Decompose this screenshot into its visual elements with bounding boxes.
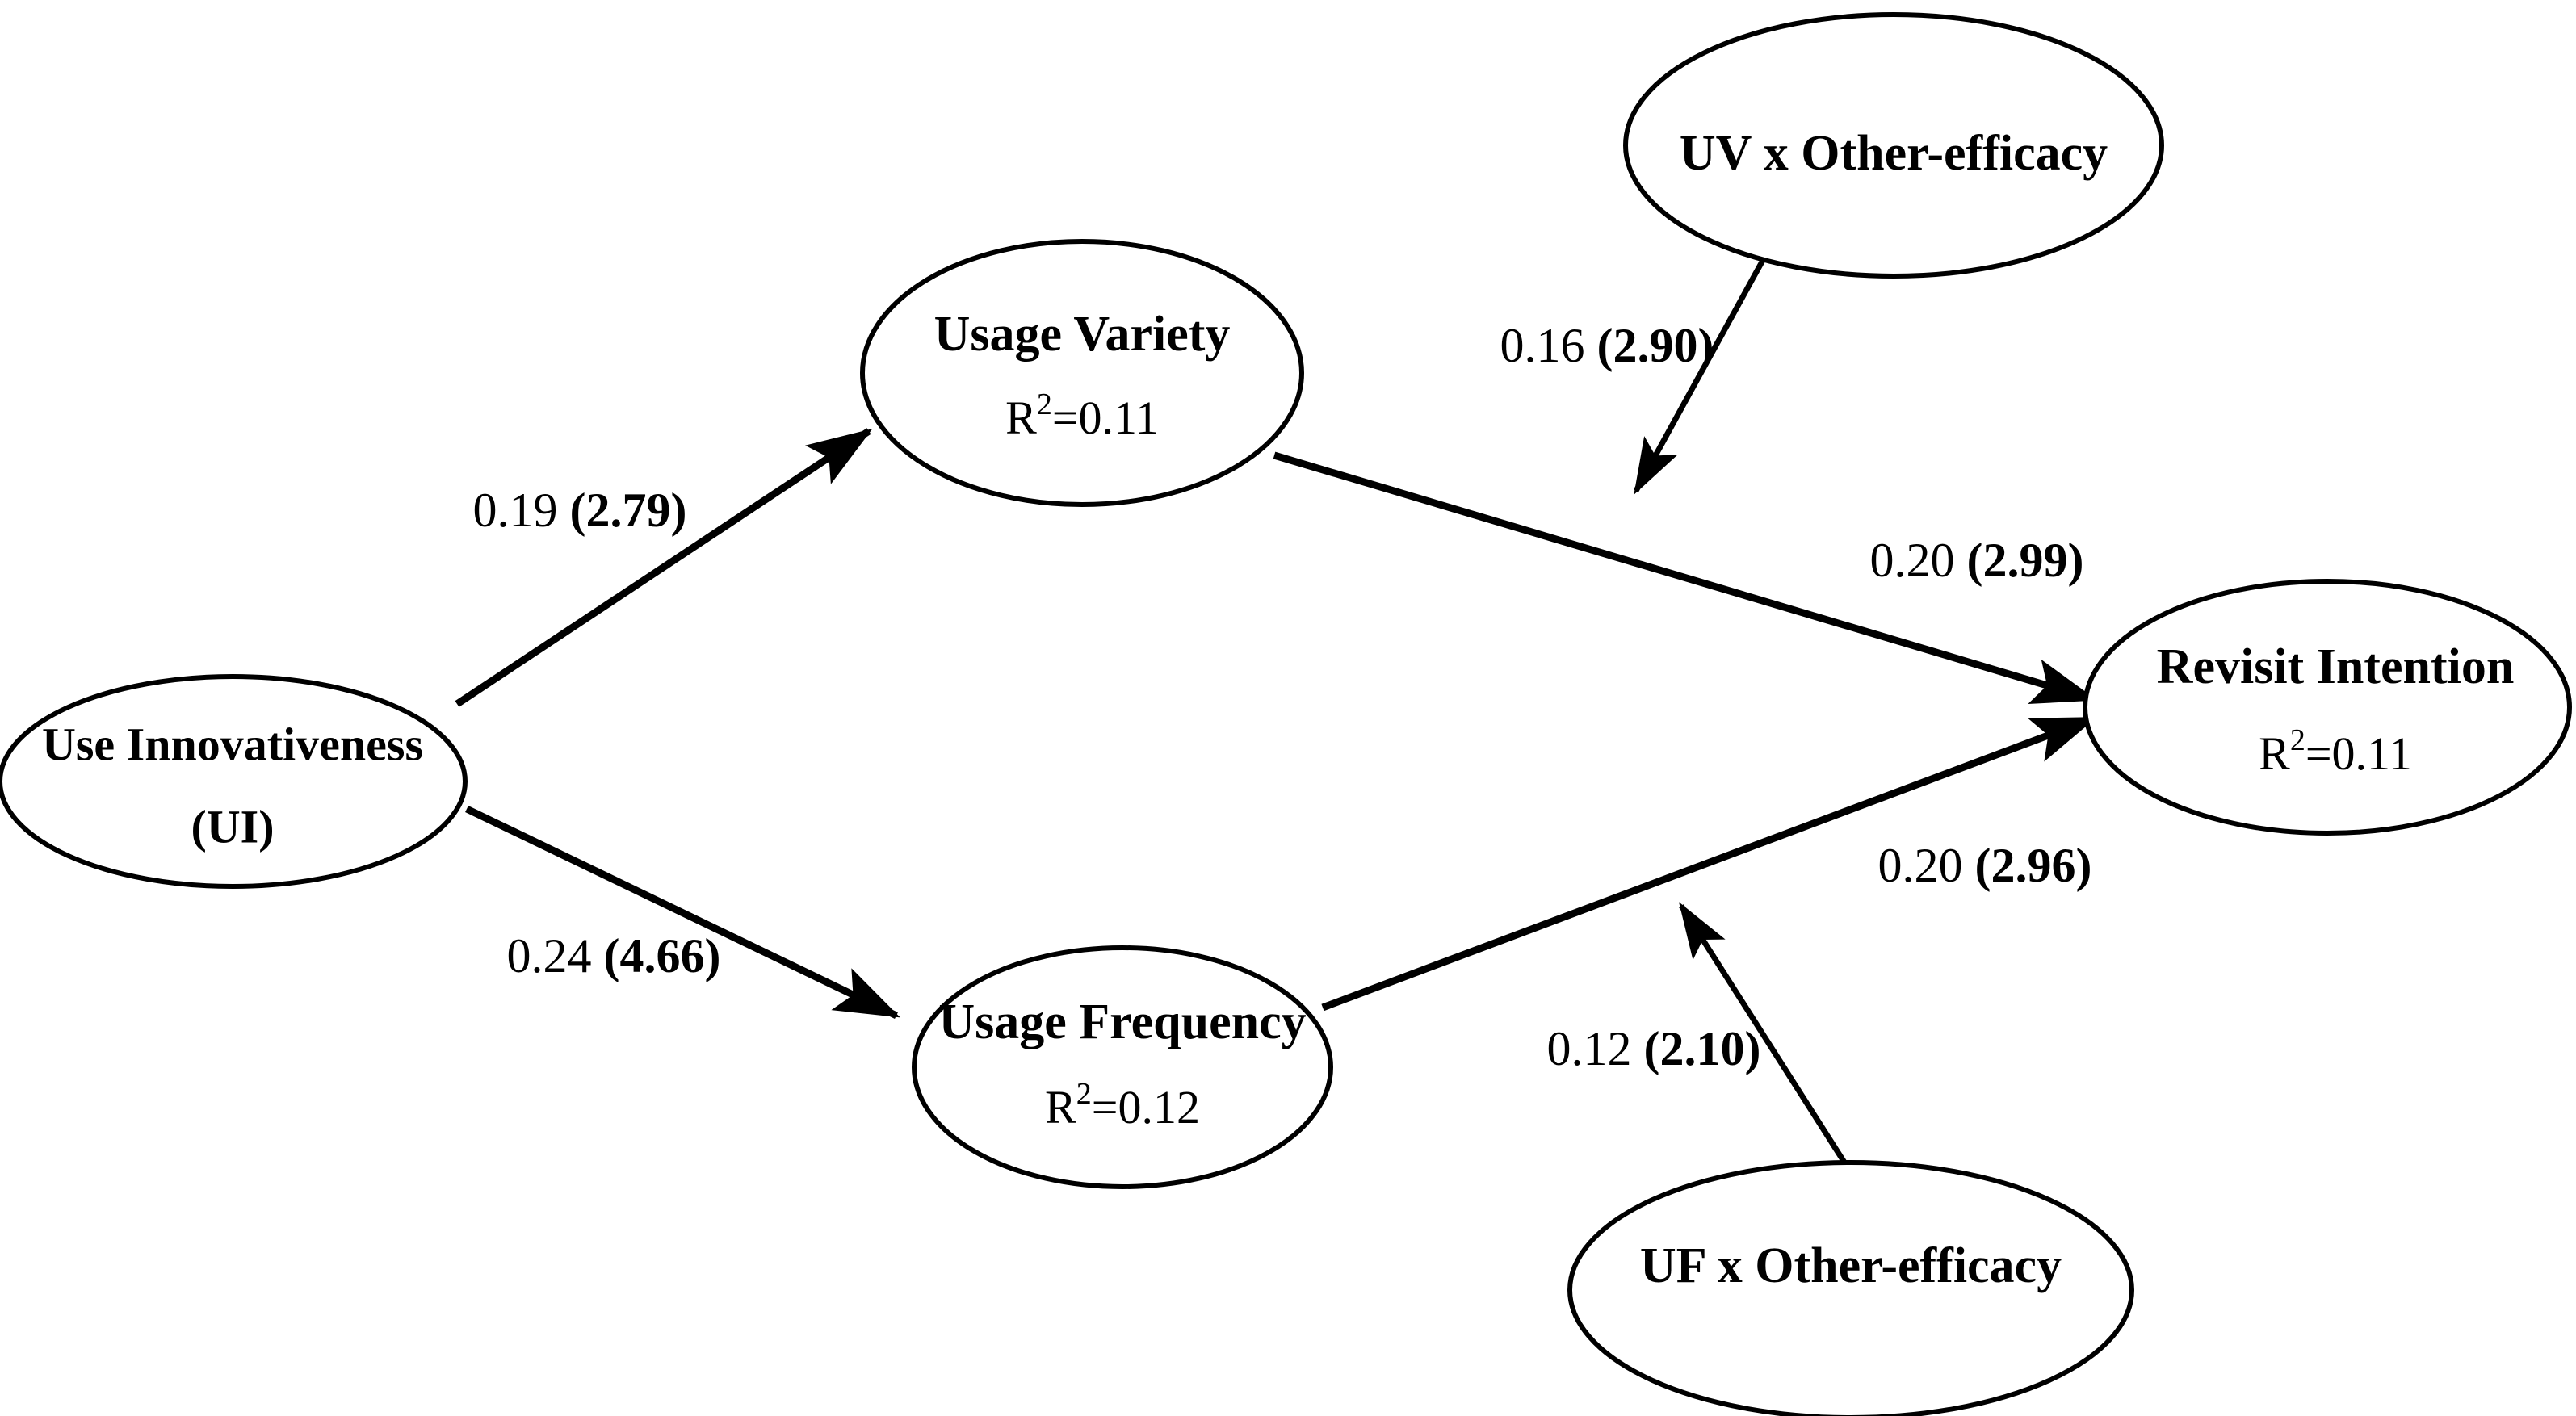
uf-ri-coefficient: 0.20 <box>1878 839 1963 892</box>
uv-ri-t-value: (2.99) <box>1967 534 2084 587</box>
node-use-innovativeness[interactable]: Use Innovativeness (UI) <box>0 674 468 889</box>
path-ui-to-usage-variety <box>455 428 873 707</box>
usage-frequency-r-squared: R2=0.12 <box>1045 1077 1200 1134</box>
uv-moderator-ellipse <box>1623 12 2164 279</box>
ui-uf-t-value: (4.66) <box>604 929 721 982</box>
usage-frequency-label: Usage Frequency <box>938 995 1306 1049</box>
edge-label-ui-to-usage-variety: 0.19 (2.79) <box>473 484 687 537</box>
usage-frequency-ellipse <box>912 945 1333 1189</box>
edge-label-uv-moderator: 0.16 (2.90) <box>1500 319 1714 372</box>
path-uf-moderator-to-uf-ri-path <box>1678 902 1848 1167</box>
usage-variety-r-squared: R2=0.11 <box>1005 388 1159 445</box>
edge-label-usage-variety-to-revisit-intention: 0.20 (2.99) <box>1870 534 2084 587</box>
path-ui-to-usage-frequency <box>465 805 900 1020</box>
ui-uv-t-value: (2.79) <box>570 484 687 537</box>
revisit-intention-r-squared: R2=0.11 <box>2259 723 2412 781</box>
uv-moderator-label: UV x Other-efficacy <box>1680 126 2108 181</box>
ufmod-t-value: (2.10) <box>1644 1022 1761 1075</box>
usage-variety-r-symbol: R <box>1005 392 1037 444</box>
node-usage-frequency[interactable]: Usage Frequency R2=0.12 <box>912 945 1333 1189</box>
use-innovativeness-ellipse <box>0 674 468 889</box>
ui-uf-coefficient: 0.24 <box>507 929 592 982</box>
edge-label-usage-frequency-to-revisit-intention: 0.20 (2.96) <box>1878 839 2092 892</box>
usage-variety-r-value: =0.11 <box>1052 392 1159 444</box>
usage-frequency-r-symbol: R <box>1045 1081 1076 1133</box>
revisit-intention-r-symbol: R <box>2259 727 2290 780</box>
usage-variety-label: Usage Variety <box>934 307 1231 362</box>
revisit-intention-r-value: =0.11 <box>2305 727 2412 780</box>
usage-variety-r-exponent: 2 <box>1037 388 1052 421</box>
uvmod-coefficient: 0.16 <box>1500 319 1585 372</box>
node-revisit-intention[interactable]: Revisit Intention R2=0.11 <box>2083 579 2572 836</box>
node-uv-moderator[interactable]: UV x Other-efficacy <box>1623 12 2164 279</box>
revisit-intention-ellipse <box>2083 579 2572 836</box>
use-innovativeness-label-line1: Use Innovativeness <box>42 718 423 770</box>
uf-moderator-ellipse <box>1567 1160 2134 1416</box>
node-uf-moderator[interactable]: UF x Other-efficacy <box>1567 1160 2134 1416</box>
ui-uv-coefficient: 0.19 <box>473 484 558 537</box>
uf-ri-t-value: (2.96) <box>1975 839 2092 892</box>
path-usage-variety-to-revisit-intention <box>1273 451 2098 705</box>
ufmod-coefficient: 0.12 <box>1547 1022 1632 1075</box>
use-innovativeness-label-line2: (UI) <box>191 800 274 853</box>
usage-frequency-r-exponent: 2 <box>1076 1077 1092 1111</box>
edge-label-ui-to-usage-frequency: 0.24 (4.66) <box>507 929 721 982</box>
node-usage-variety[interactable]: Usage Variety R2=0.11 <box>860 239 1304 507</box>
revisit-intention-r-exponent: 2 <box>2290 723 2305 757</box>
usage-frequency-r-value: =0.12 <box>1092 1081 1200 1133</box>
uf-moderator-label: UF x Other-efficacy <box>1640 1238 2062 1293</box>
edge-label-uf-moderator: 0.12 (2.10) <box>1547 1022 1761 1075</box>
revisit-intention-label: Revisit Intention <box>2157 639 2515 694</box>
usage-variety-ellipse <box>860 239 1304 507</box>
path-usage-frequency-to-revisit-intention <box>1321 714 2098 1012</box>
path-uv-moderator-to-uv-ri-path <box>1633 245 1773 495</box>
uvmod-t-value: (2.90) <box>1597 319 1714 372</box>
uv-ri-coefficient: 0.20 <box>1870 534 1955 587</box>
